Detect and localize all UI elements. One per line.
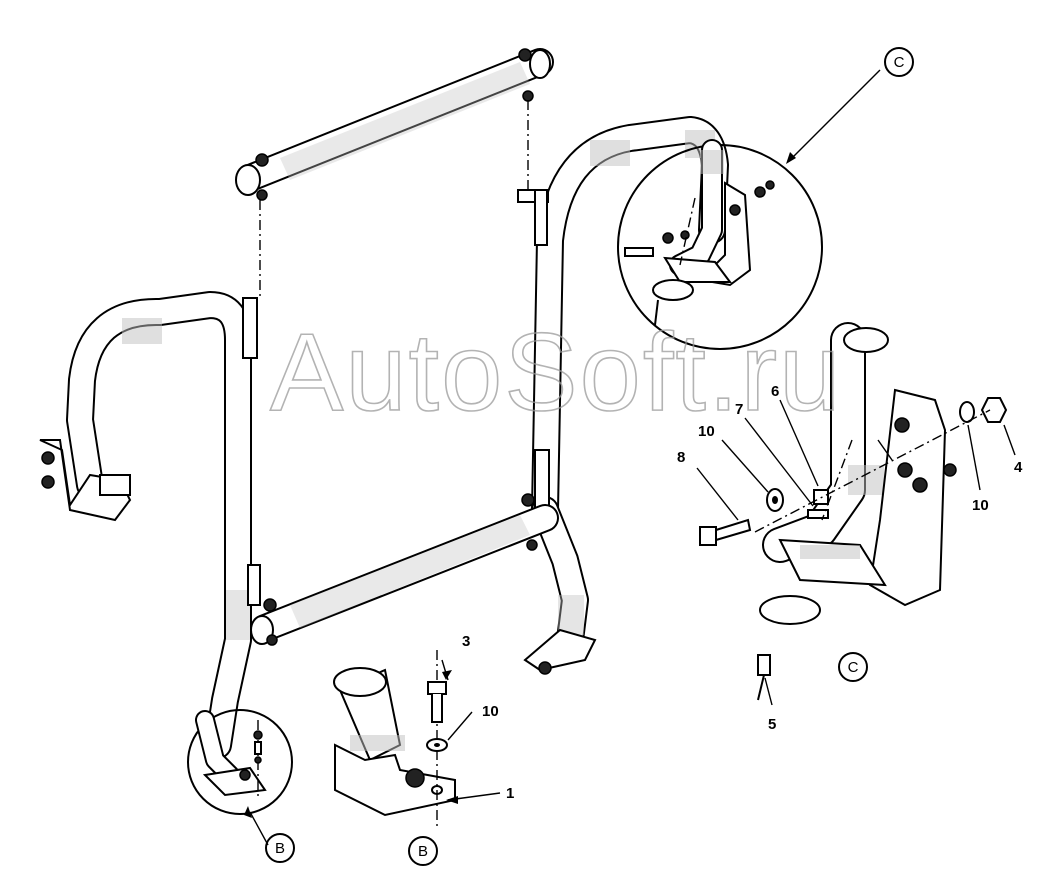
callout-b-detail-letter: B [418,843,428,860]
part-label-8: 8 [677,449,685,466]
callout-c-top-letter: C [894,54,905,71]
part-label-7: 7 [735,401,743,418]
callout-b-left: B [265,833,295,863]
part-label-1: 1 [506,785,514,802]
callout-b-left-letter: B [275,840,285,857]
left-frame [39,291,261,759]
detail-circle-c [617,69,881,350]
callout-c-detail: C [838,652,868,682]
part-label-5: 5 [768,716,776,733]
detail-b-foot [333,650,456,830]
part-label-10-right: 10 [972,497,989,514]
callout-c-detail-letter: C [848,659,859,676]
lower-crossbar [250,493,559,646]
top-crossbar [235,48,554,300]
detail-c-hinge [699,322,1008,701]
part-label-10-middle: 10 [698,423,715,440]
callout-b-detail: B [408,836,438,866]
detail-circle-b [187,709,293,846]
watermark: AutoSoft.ru [270,311,842,434]
callout-c-top: C [884,47,914,77]
part-label-10-bottom: 10 [482,703,499,720]
part-label-3: 3 [462,633,470,650]
leader-lines [441,399,1016,804]
part-label-4: 4 [1014,459,1023,476]
part-label-6: 6 [771,383,779,400]
